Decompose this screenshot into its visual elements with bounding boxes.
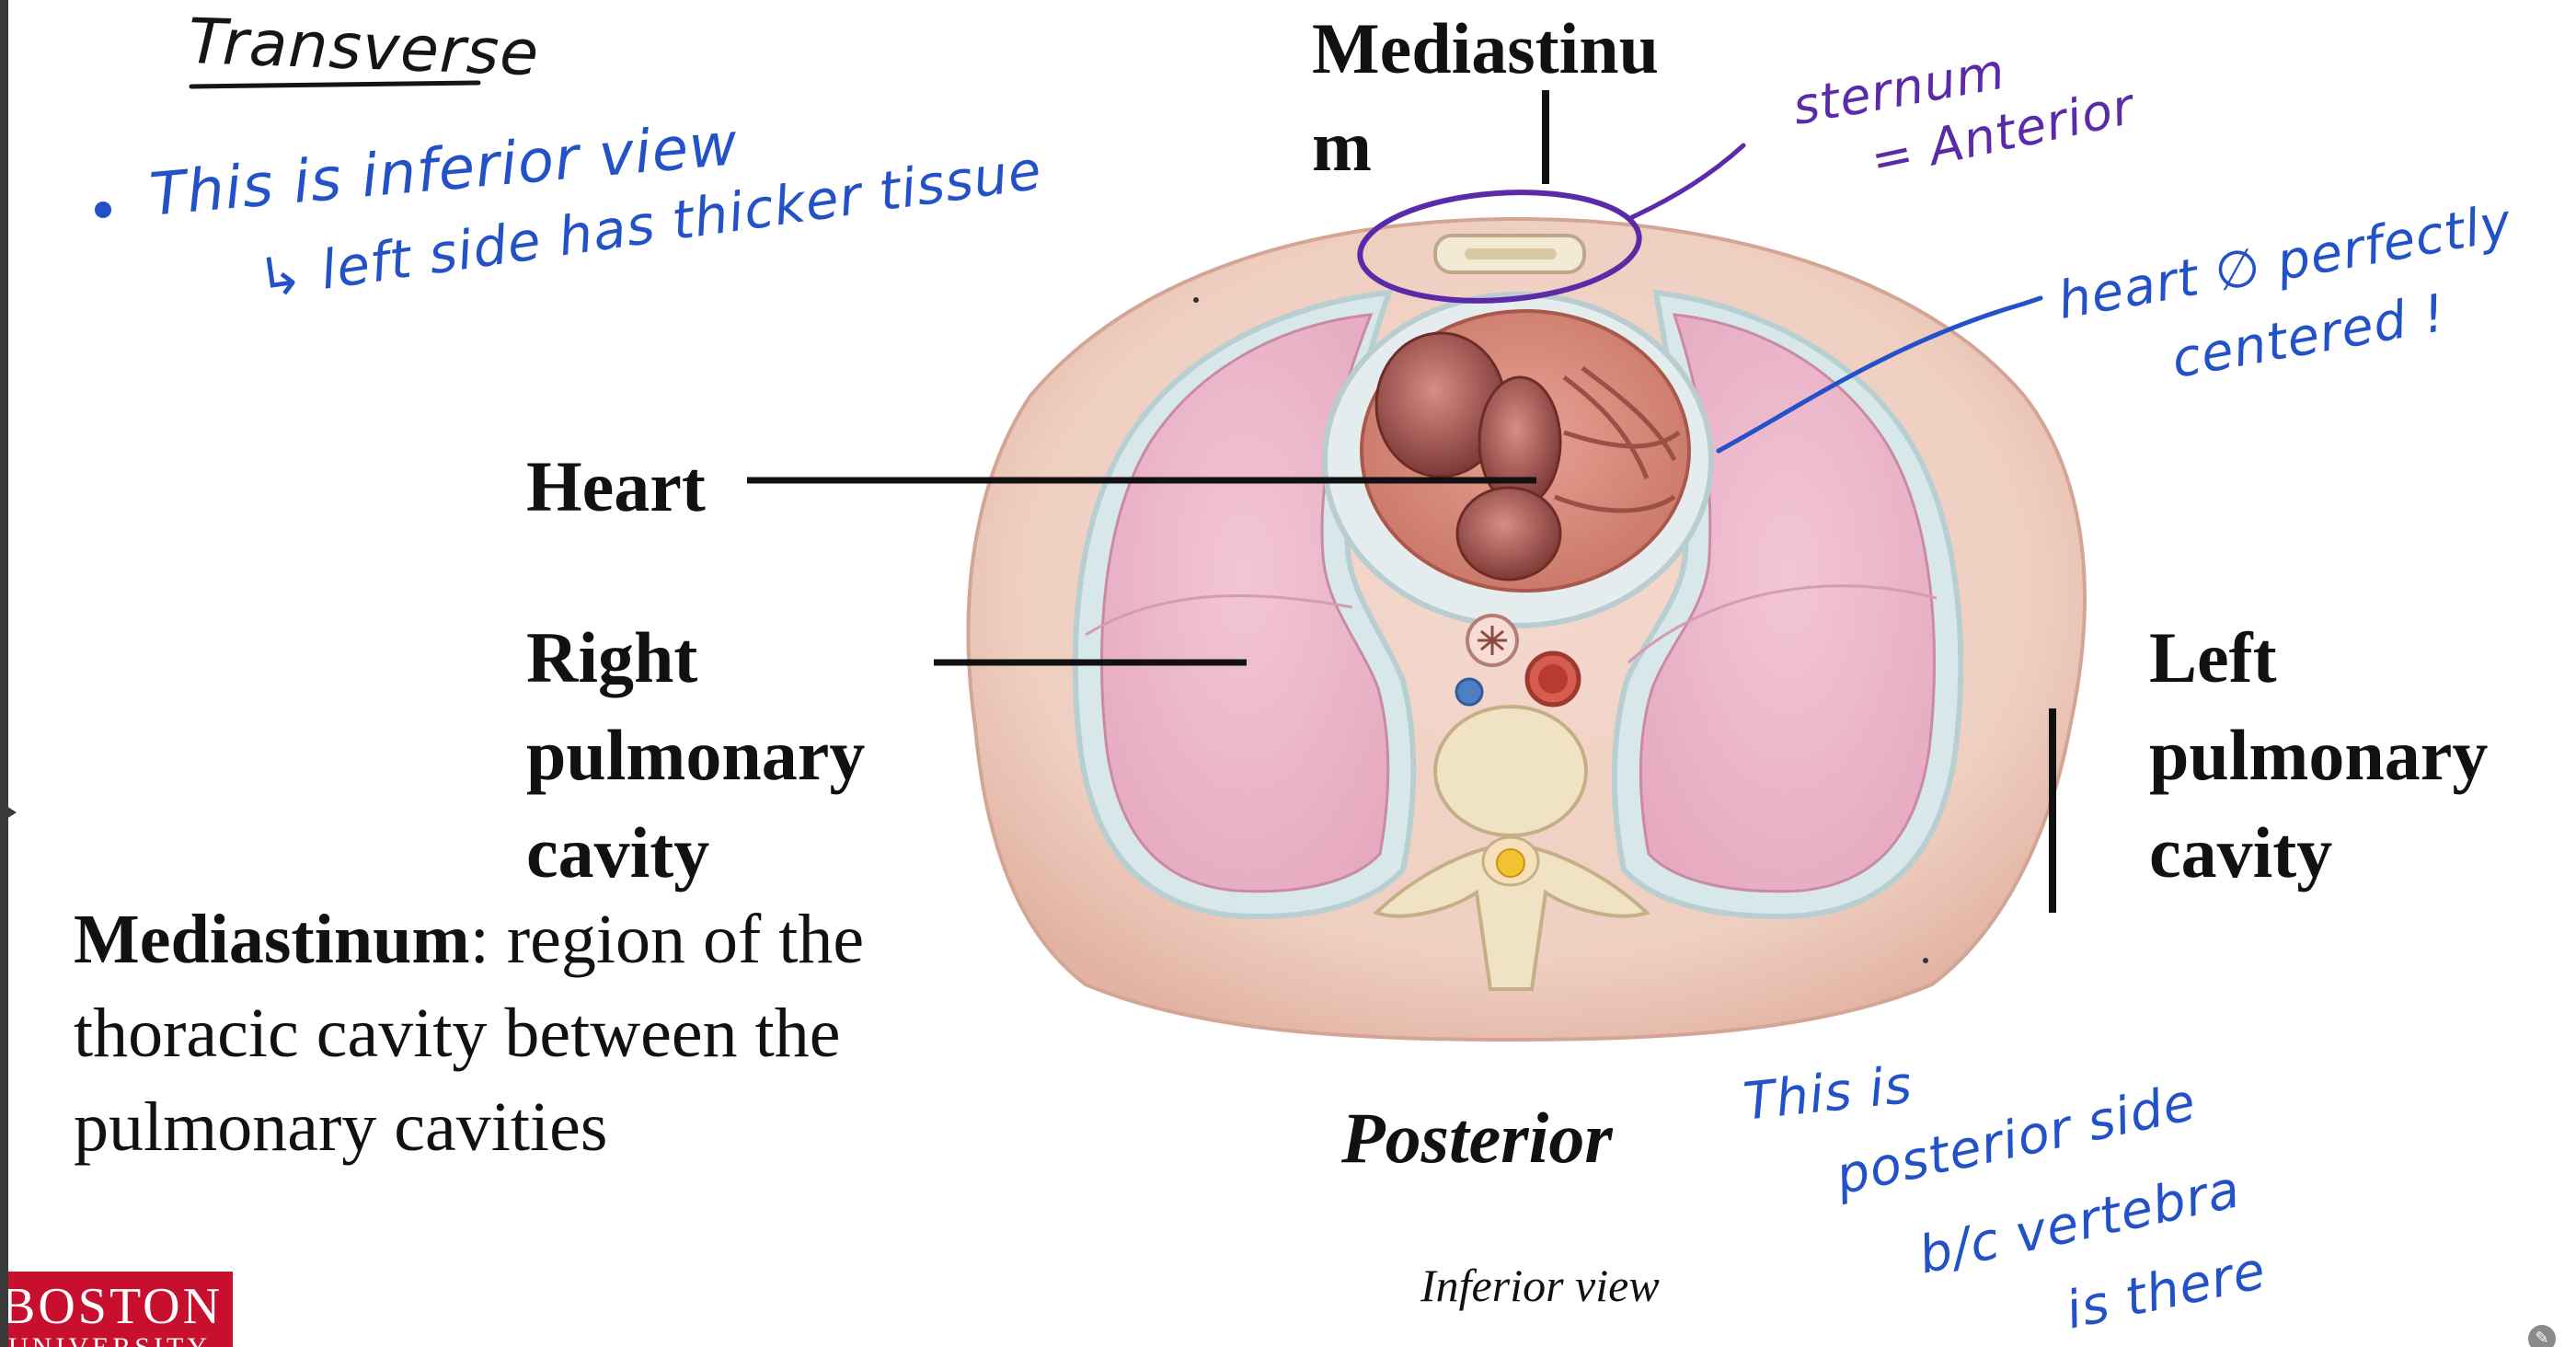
logo-line-2: UNIVERSITY <box>8 1332 211 1347</box>
sternum-circle <box>1357 190 1642 304</box>
left-lung <box>1639 313 1936 893</box>
right-pulmonary-cavity-label: Right pulmonary cavity <box>526 617 866 892</box>
bullet-dot <box>95 201 111 218</box>
marker-dot <box>1193 297 1199 303</box>
posterior-label: Posterior <box>1341 1098 1613 1178</box>
left-pulmonary-cavity-label: Left pulmonary cavity <box>2149 617 2489 892</box>
collapse-arrow-icon[interactable] <box>6 806 17 819</box>
vertebral-arch <box>1373 842 1650 991</box>
azygos-vein <box>1455 677 1484 707</box>
chat-icon[interactable]: ✎ <box>2528 1325 2556 1347</box>
inferior-view-caption: Inferior view <box>1420 1260 1660 1311</box>
note-heading-transverse: Transverse <box>187 6 541 91</box>
heart-trabeculae <box>1554 366 1681 513</box>
definition-term: Mediastinum <box>74 901 470 978</box>
diagram-title: Mediastinum <box>1312 8 1660 186</box>
window-left-edge <box>0 0 8 1347</box>
heart-label: Heart <box>526 446 706 526</box>
logo-line-1: BOSTON <box>8 1278 224 1335</box>
spinal-cord <box>1496 848 1525 878</box>
heading-underline <box>189 80 481 89</box>
heart-note-arrow <box>1716 295 2043 454</box>
right-lung <box>1100 313 1390 893</box>
marker-dot <box>1923 958 1928 963</box>
vertebral-body <box>1433 705 1588 837</box>
definition-text: : region of the thoracic cavity between … <box>74 901 865 1166</box>
mediastinum-definition: Mediastinum: region of the thoracic cavi… <box>74 892 902 1174</box>
boston-university-logo: BOSTON UNIVERSITY <box>8 1272 233 1347</box>
heart-chamber-lower <box>1455 486 1562 581</box>
heart-chamber-middle <box>1478 375 1562 508</box>
sternum-note-arrow <box>1626 143 1746 222</box>
right-lung-fissure <box>1085 594 1353 637</box>
left-lung-fissure <box>1627 584 1938 664</box>
